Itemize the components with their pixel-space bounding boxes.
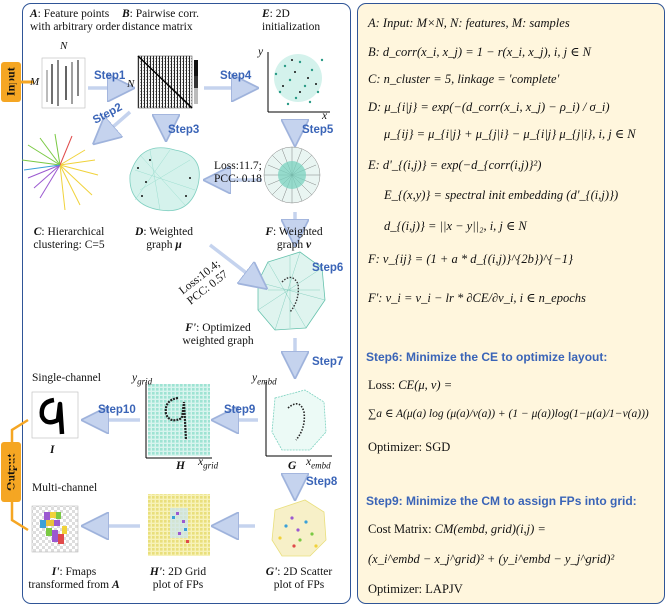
i-label: I — [50, 444, 55, 456]
matrix-b-n-label: N — [127, 78, 135, 90]
e-axis-y: y — [258, 46, 264, 58]
step5-label: Step5 — [302, 124, 334, 136]
output-bracket-top — [10, 418, 29, 470]
single-channel-image-i — [31, 391, 79, 439]
graph-f — [263, 146, 321, 204]
formula-e2: E_{(x,y)} = spectral init embedding (d'_… — [384, 188, 619, 202]
h-label: H — [176, 460, 185, 472]
formula-fprime: F': v_i = v_i − lr * ∂CE/∂v_i, i ∈ n_epo… — [368, 291, 586, 305]
formula-d2: μ_{ij} = μ_{i|j} + μ_{j|i} − μ_{i|j} μ_{… — [384, 127, 636, 141]
xembd-label: xembd — [306, 456, 331, 471]
formula-e3: d_{(i,j)} = ||x − y||₂, i, j ∈ N — [384, 219, 527, 233]
loss-line: Loss: CE(μ, v) = — [368, 378, 453, 392]
step9-label: Step9 — [224, 404, 256, 416]
step7-label: Step7 — [312, 356, 344, 368]
embedding-scatter-g — [265, 382, 332, 457]
label-b: B: Pairwise corr.distance matrix — [122, 8, 199, 33]
single-channel-label: Single-channel — [32, 372, 101, 384]
step6-heading: Step6: Minimize the CE to optimize layou… — [366, 350, 608, 364]
multi-channel-image-iprime — [31, 505, 79, 553]
formula-b: B: d_corr(x_i, x_j) = 1 − r(x_i, x_j), i… — [368, 45, 591, 59]
optimized-graph-fprime — [257, 251, 326, 331]
multi-channel-label: Multi-channel — [32, 482, 98, 494]
formula-c: C: n_cluster = 5, linkage = 'complete' — [368, 72, 560, 86]
output-bracket-bottom — [10, 480, 29, 532]
formula-e1: E: d'_{(i,j)} = exp(−d_{corr(i,j)}²) — [368, 158, 542, 172]
ce-sum: ∑a ∈ A(μ(a) log (μ(a)/v(a)) + (1 − μ(a))… — [368, 408, 649, 420]
step8-label: Step8 — [306, 476, 338, 488]
step4-label: Step4 — [220, 70, 252, 82]
formula-d1: D: μ_{i|j} = exp(−(d_corr(x_i, x_j) − ρ_… — [368, 100, 610, 114]
graph-d — [129, 147, 200, 212]
matrix-a-m-label: M — [30, 76, 40, 88]
dendrogram-c — [21, 133, 99, 211]
optimizer-lapjv: Optimizer: LAPJV — [368, 582, 463, 596]
grid-h — [145, 382, 212, 459]
matrix-a-n-label: N — [60, 40, 68, 52]
step9-heading: Step9: Minimize the CM to assign FPs int… — [366, 494, 637, 508]
cost-line: Cost Matrix: CM(embd, grid)(i,j) = — [368, 522, 546, 536]
optimizer-sgd: Optimizer: SGD — [368, 440, 451, 454]
grid-plot-hprime — [148, 494, 210, 556]
cost-expr: (x_i^embd − x_j^grid)² + (y_i^embd − y_j… — [368, 552, 615, 566]
init-scatter-e — [267, 52, 330, 113]
step1-label: Step1 — [94, 70, 126, 82]
feature-matrix-a — [41, 57, 86, 109]
ygrid-label: ygrid — [132, 372, 153, 387]
scatter-plot-gprime — [271, 499, 327, 557]
loss-pcc-1: Loss:11.7;PCC: 0.18 — [214, 160, 262, 185]
formula-panel — [357, 3, 665, 604]
e-axis-x: x — [322, 110, 328, 122]
step-arrows — [88, 88, 295, 526]
g-label: G — [288, 460, 297, 472]
yembd-label: yembd — [252, 372, 277, 387]
step3-label: Step3 — [168, 124, 200, 136]
step6-label: Step6 — [312, 262, 344, 274]
formula-a: A: Input: M×N, N: features, M: samples — [368, 16, 570, 30]
distance-matrix-b — [137, 55, 198, 109]
step10-label: Step10 — [98, 404, 136, 416]
formula-f: F: v_{ij} = (1 + a * d_{(i,j)}^{2b})^{−1… — [368, 252, 573, 266]
xgrid-label: xgrid — [198, 456, 219, 471]
